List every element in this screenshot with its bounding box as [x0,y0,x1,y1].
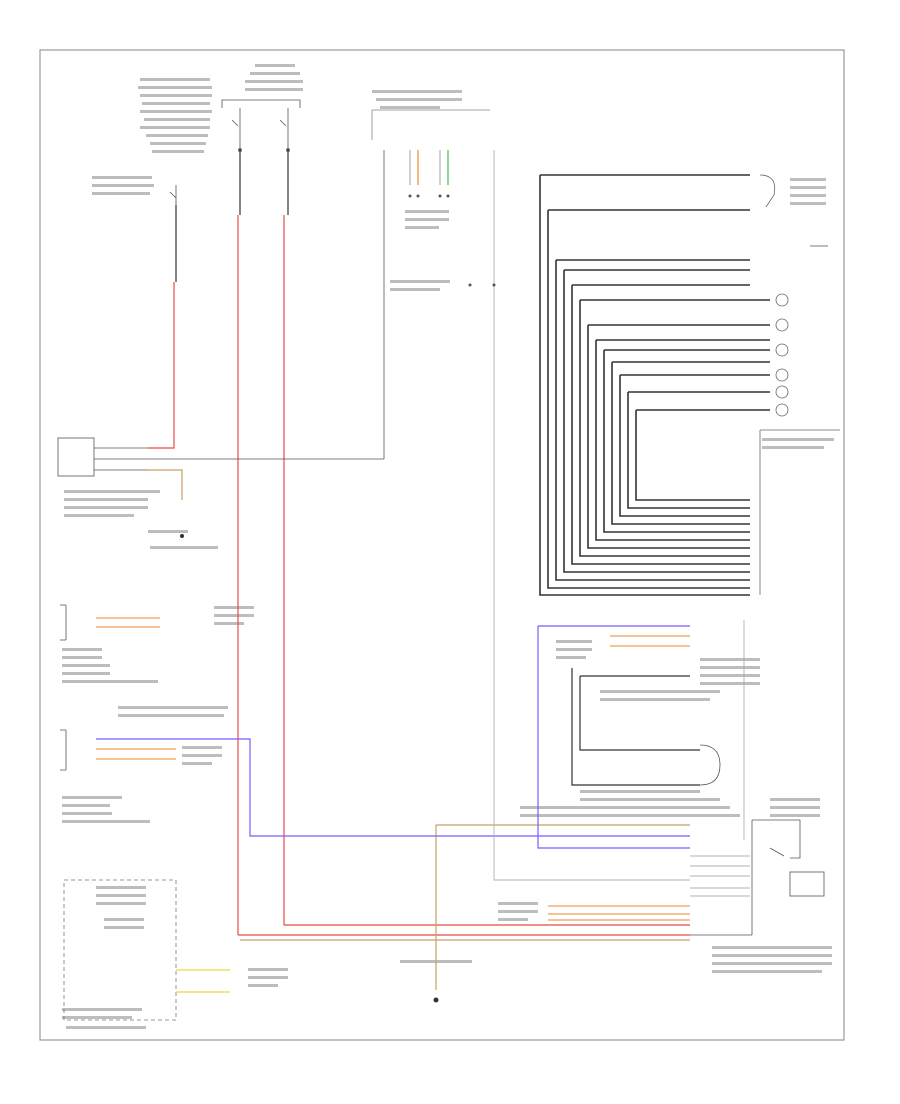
solenoid-symbols [759,174,840,595]
black-harness-right [539,174,770,596]
lower-right-module [571,668,700,786]
orange-signal-wires-left [96,617,176,760]
black-power-wires [175,150,289,282]
sensor-box-left [60,604,67,641]
ground-point-left [180,534,184,538]
selector-switch [690,744,825,936]
control-unit-box-top-side [372,110,490,140]
yellow-signal-wires [176,969,230,993]
tan-ground-wires [148,469,690,990]
instrument-cluster-box [63,879,177,1021]
fuse-panel-labels [150,75,210,185]
ground-point-bottom [433,997,439,1003]
illegible-text-blocks [62,64,834,1029]
transmission-range-switch-box [57,437,95,477]
top-colored-stubs [409,150,449,185]
red-power-wires [148,215,690,936]
top-connector-pins [408,194,496,287]
connector-stubs-left-top [94,150,385,471]
sensor-box-lower [60,729,67,771]
diagram-frame [39,49,845,1041]
orange-signal-wires-right [548,635,690,921]
control-unit-box-top [371,109,490,140]
gray-signal-wires [493,150,750,897]
violet-can-wires [96,625,690,849]
